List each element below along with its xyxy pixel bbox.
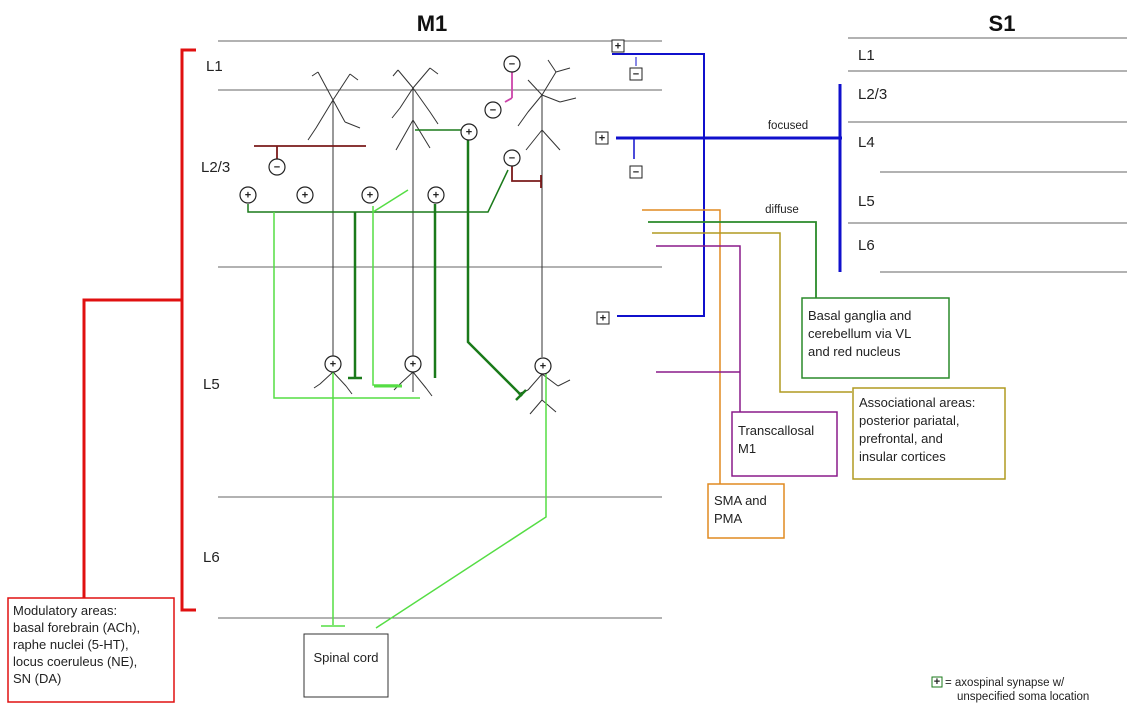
magenta-inhibitory-connection <box>505 72 512 102</box>
svg-text:−: − <box>509 153 515 165</box>
excitatory-soma-l23-2: + <box>297 187 313 203</box>
svg-text:+: + <box>302 190 308 202</box>
excitatory-soma-l23-5: + <box>461 124 477 140</box>
modulatory-line-2: basal forebrain (ACh), <box>13 620 140 635</box>
axospinal-symbols: + − + − + <box>596 40 642 325</box>
focused-label: focused <box>768 120 808 132</box>
inhibitory-soma-l1-2: − <box>485 102 501 118</box>
svg-text:+: + <box>600 313 606 325</box>
light-green-connections <box>274 190 546 628</box>
excitatory-soma-l23-1: + <box>240 187 256 203</box>
modulatory-line-1: Modulatory areas: <box>13 603 117 618</box>
s1-label-l1: L1 <box>858 47 875 64</box>
excitatory-soma-l5-2: + <box>405 356 421 372</box>
modulatory-box: Modulatory areas: basal forebrain (ACh),… <box>8 598 174 702</box>
s1-layer-lines <box>848 38 1127 272</box>
dark-green-connections <box>348 140 526 400</box>
legend-line-2: unspecified soma location <box>957 691 1089 703</box>
spinal-cord-box: Spinal cord <box>304 634 388 697</box>
excitatory-soma-l5-1: + <box>325 356 341 372</box>
maroon-inhibitory-connection <box>254 146 541 188</box>
excitatory-soma-l5-3: + <box>535 358 551 374</box>
transcallosal-line-top <box>656 246 740 414</box>
s1-label-l4: L4 <box>858 134 875 151</box>
assoc-line-4: insular cortices <box>859 449 946 464</box>
svg-text:+: + <box>410 359 416 371</box>
basal-line-3: and red nucleus <box>808 344 901 359</box>
svg-text:+: + <box>466 127 472 139</box>
inhibitory-soma-l23-2: − <box>504 150 520 166</box>
sma-line-2: PMA <box>714 511 743 526</box>
svg-text:+: + <box>540 361 546 373</box>
excitatory-soma-l23-3: + <box>362 187 378 203</box>
svg-text:−: − <box>509 59 515 71</box>
svg-text:+: + <box>599 133 605 145</box>
diffuse-label: diffuse <box>765 204 799 216</box>
svg-text:+: + <box>615 41 621 53</box>
basal-line-1: Basal ganglia and <box>808 308 911 323</box>
m1-layer-lines <box>218 41 662 618</box>
svg-text:−: − <box>633 167 639 179</box>
m1-label-l5: L5 <box>203 376 220 393</box>
soma-symbols: + + + + + + + + − − − − <box>240 56 551 374</box>
svg-text:−: − <box>633 69 639 81</box>
dendritic-tufts <box>308 60 576 150</box>
m1-label-l6: L6 <box>203 549 220 566</box>
axospinal-input-1: + <box>612 40 624 53</box>
m1-label-l1: L1 <box>206 58 223 75</box>
legend-line-1: = axospinal synapse w/ <box>945 677 1065 689</box>
assoc-line-2: posterior pariatal, <box>859 413 959 428</box>
sma-line-1: SMA and <box>714 493 767 508</box>
axospinal-input-2: − <box>630 68 642 81</box>
basal-ganglia-box: Basal ganglia and cerebellum via VL and … <box>802 298 949 378</box>
modulatory-bracket <box>84 50 196 610</box>
associational-box: Associational areas: posterior pariatal,… <box>853 388 1005 479</box>
s1-title: S1 <box>989 11 1016 36</box>
s1-label-l6: L6 <box>858 237 875 254</box>
legend: + = axospinal synapse w/ unspecified som… <box>932 676 1089 703</box>
legend-plus-symbol: + <box>934 676 940 688</box>
svg-text:+: + <box>245 190 251 202</box>
modulatory-line-4: locus coeruleus (NE), <box>13 654 137 669</box>
inhibitory-soma-l1-1: − <box>504 56 520 72</box>
pyramidal-apical-dendrites <box>333 88 542 357</box>
svg-text:−: − <box>274 162 280 174</box>
m1-title: M1 <box>417 11 448 36</box>
m1-label-l23: L2/3 <box>201 159 230 176</box>
svg-text:+: + <box>330 359 336 371</box>
inhibitory-soma-l23-1: − <box>269 159 285 175</box>
assoc-line-1: Associational areas: <box>859 395 975 410</box>
excitatory-soma-l23-4: + <box>428 187 444 203</box>
spinal-cord-label: Spinal cord <box>313 650 378 665</box>
axospinal-input-3: + <box>596 132 608 145</box>
assoc-line-3: prefrontal, and <box>859 431 943 446</box>
svg-text:+: + <box>367 190 373 202</box>
s1-label-l23: L2/3 <box>858 86 887 103</box>
blue-projections <box>612 54 842 316</box>
transcallosal-line-1: Transcallosal <box>738 423 814 438</box>
transcallosal-box: Transcallosal M1 <box>732 412 837 476</box>
modulatory-line-5: SN (DA) <box>13 671 61 686</box>
svg-text:−: − <box>490 105 496 117</box>
axospinal-input-4: − <box>630 166 642 179</box>
s1-label-l5: L5 <box>858 193 875 210</box>
transcallosal-line-2: M1 <box>738 441 756 456</box>
basal-line-2: cerebellum via VL <box>808 326 911 341</box>
sma-pma-box: SMA and PMA <box>708 484 784 538</box>
modulatory-line-3: raphe nuclei (5-HT), <box>13 637 129 652</box>
axospinal-input-5: + <box>597 312 609 325</box>
svg-text:+: + <box>433 190 439 202</box>
